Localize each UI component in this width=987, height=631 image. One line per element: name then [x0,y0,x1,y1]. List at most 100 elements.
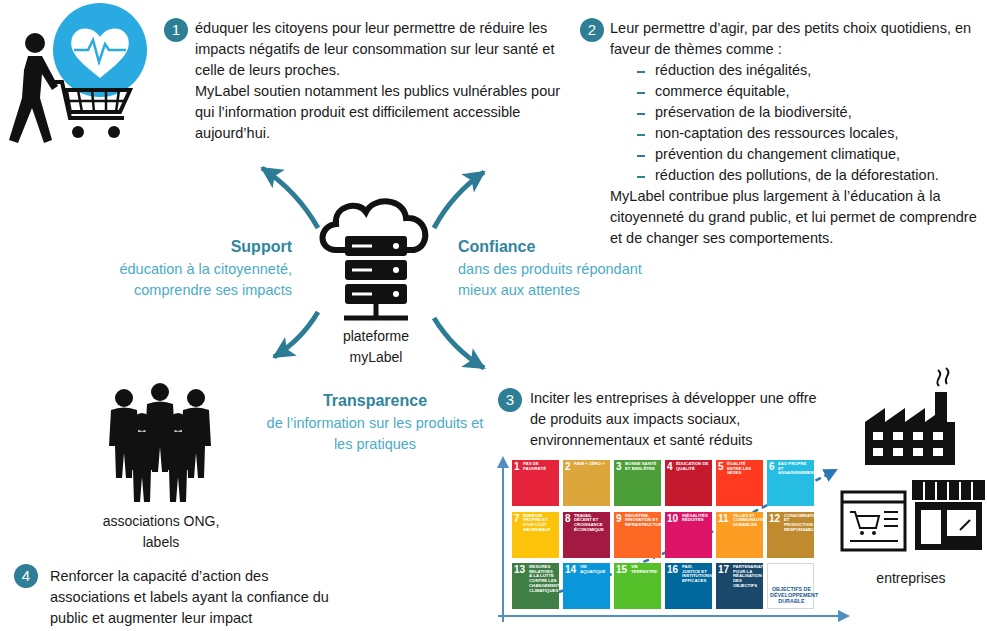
sdg-tile: 1PAS DE PAUVRETÉ [512,460,559,506]
consumer-icon-part [25,33,45,53]
web-shop-icon [842,492,905,550]
bullet-item: non-captation des ressources locales, [610,123,985,144]
factory-icon-part [893,432,903,440]
bullet-item: prévention du changement climatique, [610,144,985,165]
sdg-number: 7 [514,513,520,524]
flow-arrow [262,168,318,228]
sdg-name: MESURES RELATIVES À LA LUTTE CONTRE LES … [529,565,557,593]
people-group-icon-part [127,413,157,502]
sdg-tile: 12CONSOMMATION ET PRODUCTION RESPONSABLE… [767,512,814,558]
web-shop-icon-part [860,531,864,535]
bullet-item: commerce équitable, [610,81,985,102]
server-cloud-icon-part [393,291,399,297]
sdg-number: 17 [718,564,729,575]
callout-number: 1 [164,18,188,42]
sdg-tile: 9INDUSTRIE, INNOVATION ET INFRASTRUCTURE [614,512,661,558]
shop-icon-part [912,480,985,500]
sdg-name: ÉNERGIE PROPRE ET D’UN COÛT ABORDABLE [523,514,557,533]
sdg-number: 8 [565,513,571,524]
sdg-caption: OBJECTIFS DE DÉVELOPPEMENT DURABLE [770,586,813,604]
sdg-name: VIE AQUATIQUE [580,565,608,574]
sdg-number: 1 [514,461,520,472]
sdg-number: 11 [718,513,729,524]
sdg-number: 6 [769,461,775,472]
web-shop-icon-part [850,512,898,541]
factory-icon-part [937,368,948,386]
callout-number: 2 [580,18,604,42]
sdg-number: 14 [565,564,576,575]
sdg-tile: 4ÉDUCATION DE QUALITÉ [665,460,712,506]
flow-arrow [434,172,484,228]
factory-icon-part [933,448,943,456]
consumer-icon-part [108,126,120,138]
sdg-name: INÉGALITÉS RÉDUITES [682,514,710,523]
people-group-icon-part [163,413,193,502]
factory-icon-part [893,448,903,456]
consumer-icon [9,3,147,143]
consumer-icon-part [74,40,126,62]
sdg-tile: 11VILLES ET COMMUNAUTÉS DURABLES [716,512,763,558]
impact-chart-part [502,458,504,622]
sdg-number: 3 [616,461,622,472]
web-shop-icon-part [850,512,879,528]
factory-icon-part [933,432,943,440]
sdg-number: 9 [616,513,622,524]
sdg-tile: 15 VIE TERRESTRE [614,563,661,609]
text-block: Inciter les entreprises à développer une… [530,388,830,451]
sdg-name: VIE TERRESTRE [631,565,659,574]
shop-icon-part [947,510,976,536]
sdg-number: 13 [514,564,525,575]
sdg-name: PARTENARIATS POUR LA RÉALISATION DES OBJ… [733,565,761,589]
shop-icon-part [924,482,972,500]
bullet-item: préservation de la biodiversité, [610,102,985,123]
sdg-number: 4 [667,461,673,472]
sdg-number: 15 [616,564,627,575]
server-cloud-icon-part [344,304,408,318]
actor-node: associations ONG, labels [100,385,222,553]
sdg-tile: 3BONNE SANTÉ ET BIEN-ÊTRE [614,460,661,506]
callout-number: 4 [14,564,38,588]
sdg-name: EAU PROPRE ET ASSAINISSEMENT [778,462,812,476]
factory-icon-part [865,392,955,465]
sdg-tile: 13 MESURES RELATIVES À LA LUTTE CONTRE LE… [512,563,559,609]
node-text: MyLabel contribue plus largement à l’édu… [610,186,985,249]
sdg-tile: 2FAIM « ZÉRO » [563,460,610,506]
sdg-tile: 16PAIX, JUSTICE ET INSTITUTIONS EFFICACE… [665,563,712,609]
bullet-item: réduction des inégalités, [610,60,985,81]
factory-icon-part [873,448,883,456]
node-text: réduction des pollutions, de la déforest… [655,165,985,186]
impact-chart [498,458,848,622]
bullet-dash [637,92,645,94]
node-text: Inciter les entreprises à développer une… [530,388,830,451]
sdg-name: PAS DE PAUVRETÉ [523,462,557,471]
sdg-tile: 6EAU PROPRE ET ASSAINISSEMENT [767,460,814,506]
web-shop-icon-part [842,492,905,550]
factory-icon-part [913,432,923,440]
sdg-name: TRAVAIL DÉCENT ET CROISSANCE ÉCONOMIQUE [574,514,608,533]
server-cloud-icon-part [393,243,399,249]
sdg-name: BONNE SANTÉ ET BIEN-ÊTRE [625,462,659,471]
sdg-name: INDUSTRIE, INNOVATION ET INFRASTRUCTURE [625,514,659,528]
flow-note: dans des produits répondant mieux aux at… [458,259,673,301]
node-text: non-captation des ressources locales, [655,123,985,144]
callout-number: 3 [498,388,522,412]
platform-node: plateforme myLabel [318,202,434,368]
sdg-tile: 8TRAVAIL DÉCENT ET CROISSANCE ÉCONOMIQUE [563,512,610,558]
consumer-icon-part [71,28,129,78]
server-cloud-icon-part [352,246,372,294]
bullet-item: réduction des pollutions, de la déforest… [610,165,985,186]
sdg-tile: OBJECTIFS DE DÉVELOPPEMENT DURABLE [767,563,814,609]
people-group-icon [109,383,211,502]
consumer-icon-part [68,90,126,112]
impact-chart-part [498,615,848,617]
shop-icon-part [960,520,970,530]
server-cloud-icon [323,201,426,318]
bullet-dash [637,113,645,115]
node-text: éduquer les citoyens pour leur permettre… [195,18,567,81]
node-text: commerce équitable, [655,81,985,102]
node-text: entreprises [836,568,986,589]
sdg-name: ÉGALITÉ ENTRE LES SEXES [727,462,761,476]
server-cloud-icon-part [393,267,399,273]
factory-icon-part [913,448,923,456]
